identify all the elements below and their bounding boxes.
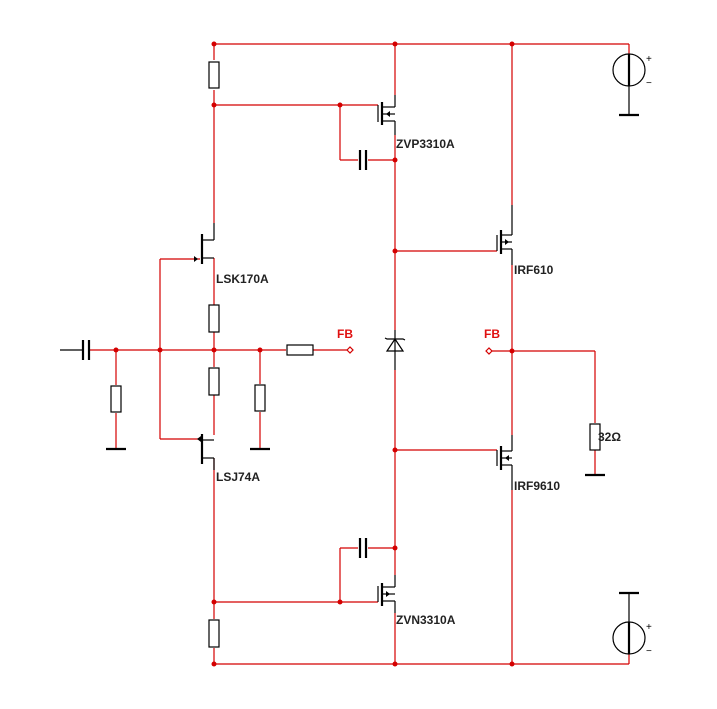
resistor-top-left	[208, 61, 220, 89]
grounds	[106, 113, 639, 595]
mosfet-zvp3310a	[377, 95, 396, 135]
capacitor-top-gate	[358, 150, 368, 170]
capacitor-input	[60, 340, 91, 360]
zener-diode	[384, 330, 406, 370]
voltage-source-bottom: + −	[612, 593, 652, 657]
plus-sign: +	[646, 622, 652, 633]
capacitors	[60, 150, 368, 558]
fb-right: FB	[484, 327, 500, 355]
resistor-source-lower	[208, 367, 220, 396]
resistor-load	[589, 423, 601, 451]
jfet-lsk170a	[194, 223, 215, 264]
label-lsj74a: LSJ74A	[216, 470, 260, 484]
fb-label-left: FB	[337, 327, 353, 341]
label-lsk170a: LSK170A	[216, 272, 269, 286]
resistors	[110, 61, 601, 648]
label-load: 32Ω	[598, 430, 621, 444]
resistor-source-upper	[208, 304, 220, 333]
jfet-lsj74a	[197, 434, 215, 470]
capacitor-bottom-gate	[358, 538, 368, 558]
resistor-input-bias	[110, 385, 122, 413]
resistor-fb-shunt	[254, 384, 266, 412]
mosfet-irf610	[496, 205, 513, 265]
resistor-fb-series	[286, 344, 314, 356]
fb-left: FB	[337, 327, 354, 354]
junctions	[113, 41, 515, 667]
plus-sign: +	[646, 54, 652, 65]
minus-sign: −	[646, 646, 652, 657]
minus-sign: −	[646, 78, 652, 89]
label-irf610: IRF610	[514, 263, 554, 277]
fb-label-right: FB	[484, 327, 500, 341]
resistor-bottom-left	[208, 619, 220, 648]
mosfet-irf9610	[496, 435, 513, 490]
wiring	[88, 43, 630, 665]
label-irf9610: IRF9610	[514, 479, 560, 493]
voltage-source-top: + −	[612, 53, 652, 115]
label-zvn3310a: ZVN3310A	[396, 613, 456, 627]
label-zvp3310a: ZVP3310A	[396, 137, 455, 151]
mosfet-zvn3310a	[377, 575, 396, 613]
